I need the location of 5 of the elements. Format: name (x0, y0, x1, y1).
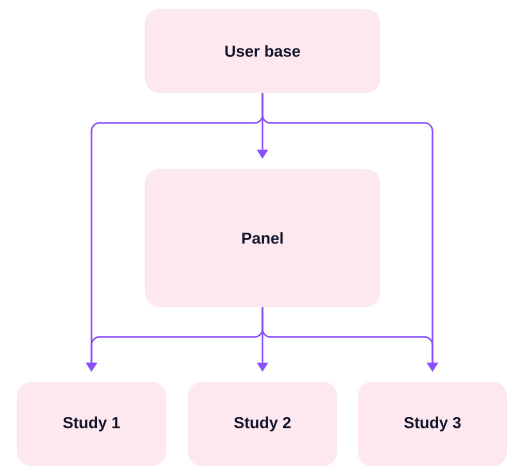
process-box: Study 1 (17, 382, 166, 466)
process-box: Panel (145, 168, 380, 307)
process-box: Study 3 (358, 382, 507, 466)
process-box: User base (145, 9, 380, 93)
process-box: Study 2 (188, 382, 337, 466)
